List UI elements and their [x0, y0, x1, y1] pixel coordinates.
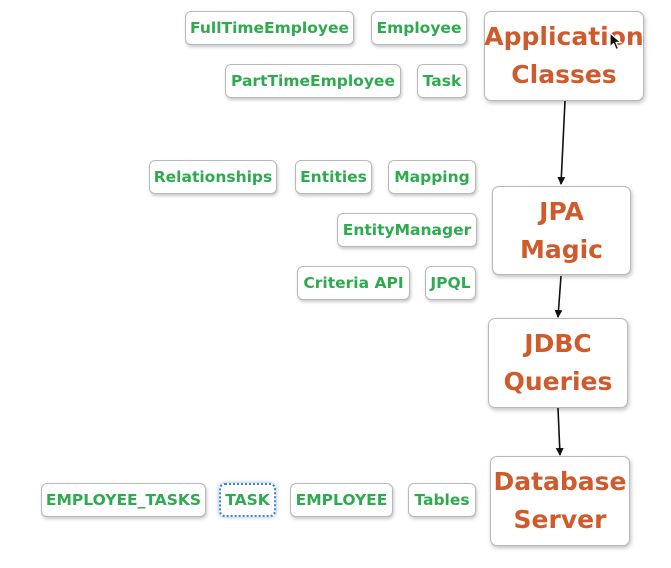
database-server-line2: Server: [513, 505, 607, 534]
tag-mapping[interactable]: Mapping: [388, 160, 476, 194]
jdbc-queries-line1: JDBC: [524, 329, 592, 358]
tag-relationships[interactable]: Relationships: [149, 160, 277, 194]
tag-jpql[interactable]: JPQL: [425, 266, 476, 300]
tag-entities[interactable]: Entities: [295, 160, 372, 194]
jdbc-queries-box[interactable]: JDBC Queries: [488, 318, 628, 408]
tag-criteria-api[interactable]: Criteria API: [297, 266, 410, 300]
arrow-jdbc-to-database: [555, 407, 564, 456]
database-server-box[interactable]: Database Server: [490, 456, 630, 546]
arrow-application-to-jpa: [557, 100, 566, 185]
tag-parttimeemployee[interactable]: PartTimeEmployee: [225, 64, 401, 98]
database-server-line1: Database: [493, 467, 627, 496]
jpa-magic-line1: JPA: [539, 196, 584, 226]
tag-employee-tasks-table[interactable]: EMPLOYEE_TASKS: [41, 483, 206, 517]
application-classes-line2: Classes: [511, 60, 617, 89]
application-classes-box[interactable]: Application Classes: [484, 11, 644, 101]
tag-employee-table[interactable]: EMPLOYEE: [290, 483, 393, 517]
tag-fulltimeemployee[interactable]: FullTimeEmployee: [185, 11, 354, 45]
tag-task-class[interactable]: Task: [417, 64, 467, 98]
tag-employee-class[interactable]: Employee: [371, 11, 467, 45]
mouse-cursor-icon: [609, 32, 622, 51]
jpa-magic-line2: Magic: [519, 234, 604, 264]
tag-tables[interactable]: Tables: [408, 483, 476, 517]
tag-task-table[interactable]: TASK: [219, 483, 276, 517]
tag-entitymanager[interactable]: EntityManager: [337, 213, 477, 247]
jdbc-queries-line2: Queries: [503, 367, 613, 396]
jpa-magic-box[interactable]: JPA Magic: [492, 186, 631, 275]
arrow-jpa-to-jdbc: [554, 275, 563, 318]
